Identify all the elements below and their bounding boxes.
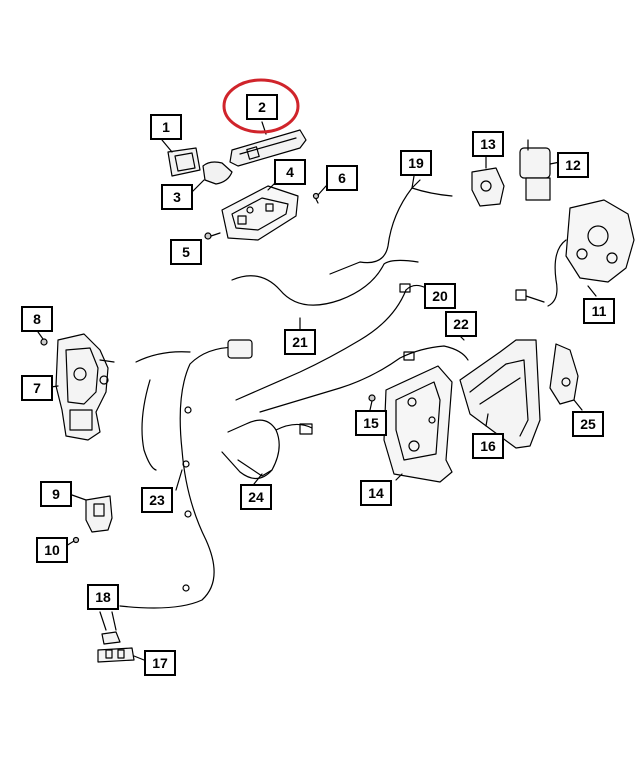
callout-14: 14 — [360, 480, 392, 506]
part-handle-bracket-4 — [221, 181, 299, 241]
callout-19: 19 — [400, 150, 432, 176]
callout-18: 18 — [87, 584, 119, 610]
callout-12: 12 — [557, 152, 589, 178]
callout-3: 3 — [161, 184, 193, 210]
part-handle-cap-3 — [191, 161, 233, 193]
part-screw-8 — [37, 331, 48, 346]
part-regulator-11 — [515, 199, 635, 307]
callout-24: 24 — [240, 484, 272, 510]
part-screw-6 — [312, 185, 327, 204]
callout-7: 7 — [21, 375, 53, 401]
part-actuator-13 — [471, 155, 505, 207]
callout-23: 23 — [141, 487, 173, 513]
part-cable-20 — [235, 283, 427, 401]
part-cable-21 — [231, 259, 419, 331]
callout-6: 6 — [326, 165, 358, 191]
part-clip-17 — [97, 647, 145, 663]
callout-15: 15 — [355, 410, 387, 436]
part-cable-23 — [119, 339, 253, 609]
part-screw-5 — [204, 232, 221, 240]
part-carrier-14 — [383, 365, 453, 483]
callout-16: 16 — [472, 433, 504, 459]
highlight-ellipse — [222, 78, 300, 134]
callout-17: 17 — [144, 650, 176, 676]
callout-10: 10 — [36, 537, 68, 563]
callout-22: 22 — [445, 311, 477, 337]
callout-4: 4 — [274, 159, 306, 185]
part-run-channel-16 — [459, 339, 541, 449]
part-latch-7 — [43, 333, 115, 441]
callout-20: 20 — [424, 283, 456, 309]
callout-11: 11 — [583, 298, 615, 324]
part-cable-22 — [259, 335, 469, 413]
part-screw-15 — [368, 394, 376, 411]
callout-2: 2 — [246, 94, 278, 120]
callout-9: 9 — [40, 481, 72, 507]
callout-13: 13 — [472, 131, 504, 157]
part-striker-9 — [71, 494, 113, 533]
part-cable-19 — [329, 175, 453, 275]
callout-21: 21 — [284, 329, 316, 355]
part-harness-24 — [221, 419, 313, 485]
callout-25: 25 — [572, 411, 604, 437]
part-bracket-25 — [549, 343, 583, 411]
callout-8: 8 — [21, 306, 53, 332]
callout-1: 1 — [150, 114, 182, 140]
callout-5: 5 — [170, 239, 202, 265]
part-clips-18 — [99, 611, 121, 645]
part-motor-12 — [519, 139, 561, 201]
part-bezel-1 — [161, 139, 201, 177]
